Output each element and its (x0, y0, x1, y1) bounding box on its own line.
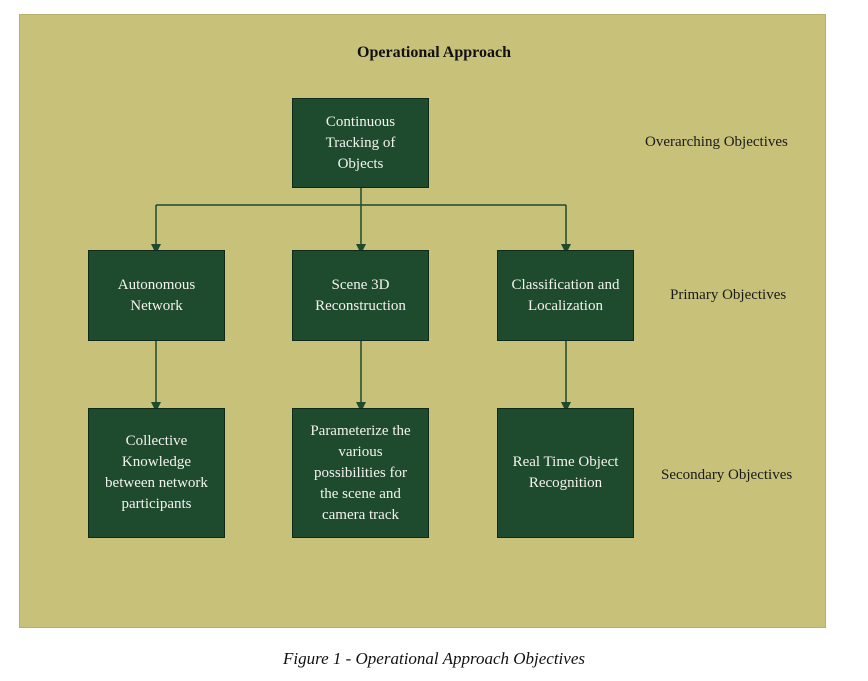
node-scene-3d-reconstruction: Scene 3D Reconstruction (292, 250, 429, 341)
node-collective-knowledge: Collective Knowledge between network par… (88, 408, 225, 538)
node-continuous-tracking: Continuous Tracking of Objects (292, 98, 429, 188)
node-autonomous-network: Autonomous Network (88, 250, 225, 341)
figure-caption: Figure 1 - Operational Approach Objectiv… (282, 649, 585, 668)
label-secondary-objectives: Secondary Objectives (661, 467, 793, 483)
label-overarching-objectives: Overarching Objectives (645, 134, 788, 150)
node-real-time-object-recognition: Real Time Object Recognition (497, 408, 634, 538)
node-parameterize-possibilities: Parameterize the various possibilities f… (292, 408, 429, 538)
label-primary-objectives: Primary Objectives (670, 287, 787, 303)
diagram-title: Operational Approach (357, 44, 511, 61)
node-classification-localization: Classification and Localization (497, 250, 634, 341)
